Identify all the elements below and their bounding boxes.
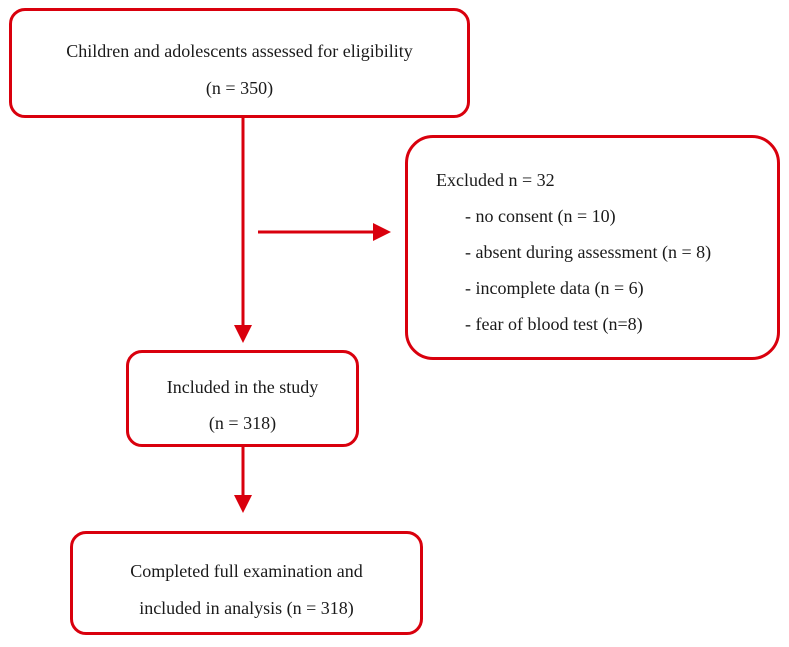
excluded-item: - fear of blood test (n=8) — [465, 314, 643, 334]
excluded-item: - incomplete data (n = 6) — [465, 278, 644, 298]
assessed-box: Children and adolescents assessed for el… — [9, 8, 470, 118]
analysis-line-1: Completed full examination and — [130, 561, 363, 581]
included-line-1: Included in the study — [166, 377, 319, 397]
excluded-title: Excluded n = 32 — [436, 170, 555, 190]
assessed-line-1: Children and adolescents assessed for el… — [66, 41, 413, 61]
analysis-box: Completed full examination and included … — [70, 531, 423, 635]
included-box: Included in the study (n = 318) — [126, 350, 359, 447]
analysis-line-2: included in analysis (n = 318) — [139, 598, 354, 618]
excluded-item: - absent during assessment (n = 8) — [465, 242, 712, 262]
included-count: (n = 318) — [208, 413, 277, 433]
excluded-item: - no consent (n = 10) — [465, 206, 616, 226]
excluded-box: Excluded n = 32 - no consent (n = 10) - … — [405, 135, 780, 360]
assessed-count: (n = 350) — [205, 78, 274, 98]
